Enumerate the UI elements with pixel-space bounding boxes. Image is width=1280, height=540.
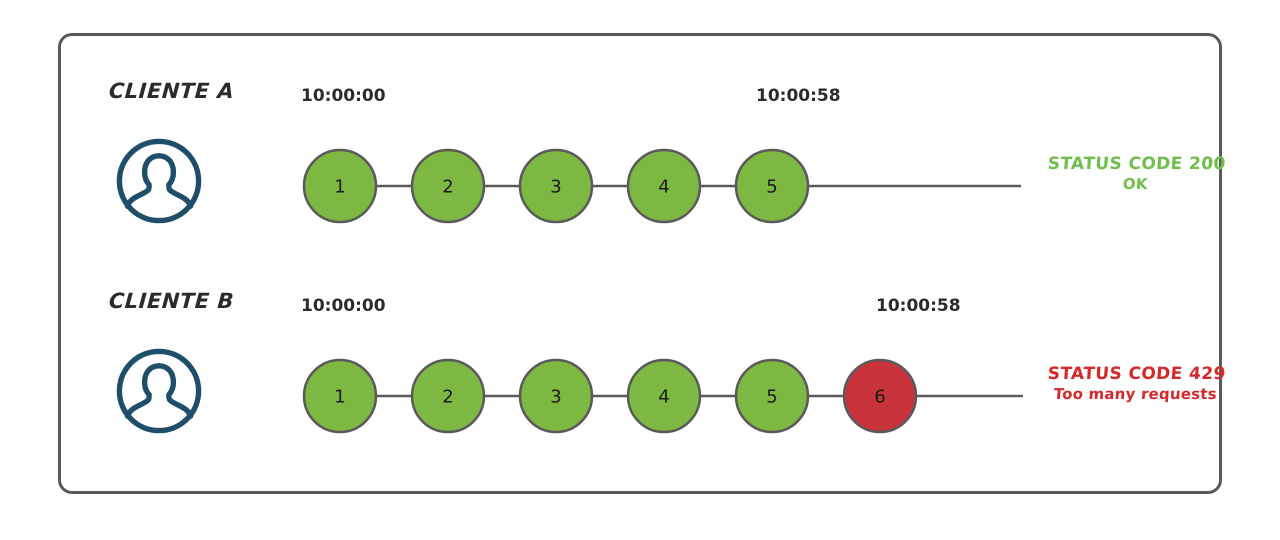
user-avatar-icon [114, 346, 204, 436]
status-a-code: STATUS CODE 200 [1047, 154, 1227, 174]
request-node-b-2: 2 [410, 358, 486, 434]
status-badge-a: STATUS CODE 200 OK [1020, 154, 1253, 194]
request-node-b-6: 6 [842, 358, 918, 434]
request-node-b-5: 5 [734, 358, 810, 434]
diagram-frame: CLIENTE A 10:00:00 10:00:58 1 [58, 33, 1226, 494]
node-a-1-number: 1 [334, 177, 345, 198]
request-node-a-5: 5 [734, 148, 810, 224]
status-badge-b: STATUS CODE 429 Too many requests [1020, 364, 1253, 404]
client-a-label: CLIENTE A [108, 79, 236, 103]
node-a-5-number: 5 [766, 177, 777, 198]
request-node-a-3: 3 [518, 148, 594, 224]
request-node-b-3: 3 [518, 358, 594, 434]
status-b-code: STATUS CODE 429 [1047, 364, 1227, 384]
node-b-3-number: 3 [550, 387, 561, 408]
status-b-message: Too many requests [1053, 385, 1218, 404]
node-a-4-number: 4 [658, 177, 669, 198]
node-b-5-number: 5 [766, 387, 777, 408]
timestamp-b-end: 10:00:58 [876, 296, 961, 316]
node-b-1-number: 1 [334, 387, 345, 408]
request-node-a-1: 1 [302, 148, 378, 224]
request-track-b: 1 2 3 4 5 [61, 351, 1219, 441]
request-node-a-4: 4 [626, 148, 702, 224]
request-node-b-1: 1 [302, 358, 378, 434]
node-a-3-number: 3 [550, 177, 561, 198]
node-b-4-number: 4 [658, 387, 669, 408]
node-b-2-number: 2 [442, 387, 453, 408]
status-a-message: OK [1122, 175, 1149, 194]
request-node-b-4: 4 [626, 358, 702, 434]
timestamp-a-end: 10:00:58 [756, 86, 841, 106]
user-avatar-icon [114, 136, 204, 226]
request-node-a-2: 2 [410, 148, 486, 224]
client-b-label: CLIENTE B [108, 289, 235, 313]
node-a-2-number: 2 [442, 177, 453, 198]
timestamp-b-start: 10:00:00 [301, 296, 386, 316]
timestamp-a-start: 10:00:00 [301, 86, 386, 106]
node-b-6-number: 6 [874, 387, 885, 408]
request-track-a: 1 2 3 4 5 [61, 141, 1219, 231]
